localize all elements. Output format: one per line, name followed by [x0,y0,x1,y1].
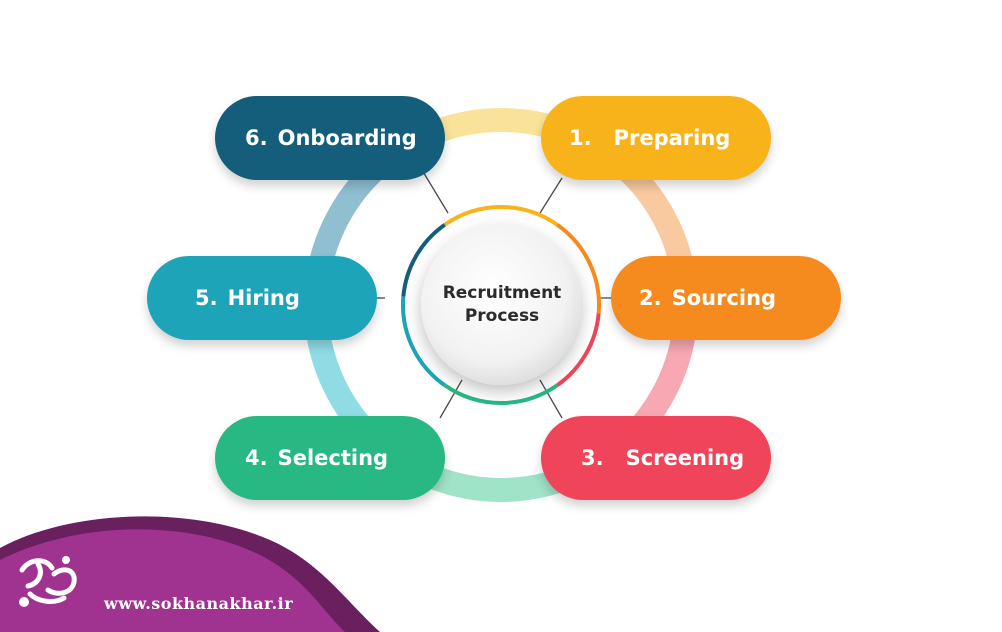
step-label: Selecting [277,446,389,470]
step-pill-selecting: 4. Selecting [215,416,445,500]
inner-ring-segment-top [443,205,559,227]
connector-selecting [439,379,463,419]
step-label: Screening [625,446,745,470]
inner-ring-segment-right [556,223,601,314]
step-pill-hiring: 5. Hiring [147,256,377,340]
step-label: Onboarding [277,126,417,150]
step-pill-sourcing: 2. Sourcing [611,256,841,340]
step-number: 5. [195,286,218,310]
connector-preparing [539,177,563,214]
center-title-line1: Recruitment [442,283,562,303]
step-pill-preparing: 1. Preparing [541,96,771,180]
center-title-line2: Process [464,306,540,326]
connector-onboarding [421,169,449,214]
inner-ring-segment-right-lower [556,313,601,387]
step-label: Preparing [613,126,731,150]
inner-ring [401,205,601,405]
step-label: Hiring [227,286,300,310]
step-pill-screening: 3. Screening [541,416,771,500]
footer-band [0,516,380,632]
inner-ring-segment-bottom [443,383,559,405]
center-disc [421,225,581,385]
step-number: 2. [639,286,662,310]
step-label: Sourcing [671,286,777,310]
step-pill-onboarding: 6. Onboarding [215,96,445,180]
inner-ring-segment-left [401,296,446,387]
inner-ring-segment-left-upper [401,223,446,297]
footer-website-url: www.sokhanakhar.ir [104,594,294,613]
step-number: 4. [245,446,268,470]
step-number: 6. [245,126,268,150]
step-number: 1. [569,126,592,150]
step-number: 3. [581,446,604,470]
center-title: Recruitment Process [402,235,602,375]
sokhanakhar-logo-icon [19,556,77,607]
connector-screening [539,379,563,419]
connectors [372,169,615,419]
